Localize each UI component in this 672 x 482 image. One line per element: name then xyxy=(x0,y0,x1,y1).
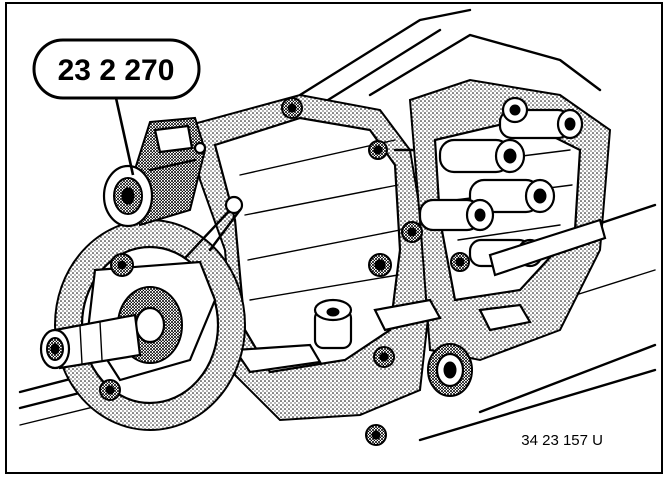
tool-callout: 23 2 270 xyxy=(32,38,201,176)
cylinder-group xyxy=(418,96,584,268)
reference-code: 34 23 157 U xyxy=(521,432,603,449)
callout-label: 23 2 270 xyxy=(58,54,175,87)
lower-port xyxy=(427,343,473,397)
callout-leader-line xyxy=(114,97,135,176)
center-plug xyxy=(313,298,353,350)
gearbox-housing-drawing xyxy=(18,8,657,446)
special-tool-23-2-270 xyxy=(102,116,207,228)
figure-border xyxy=(5,2,663,474)
drive-shaft xyxy=(39,313,142,370)
